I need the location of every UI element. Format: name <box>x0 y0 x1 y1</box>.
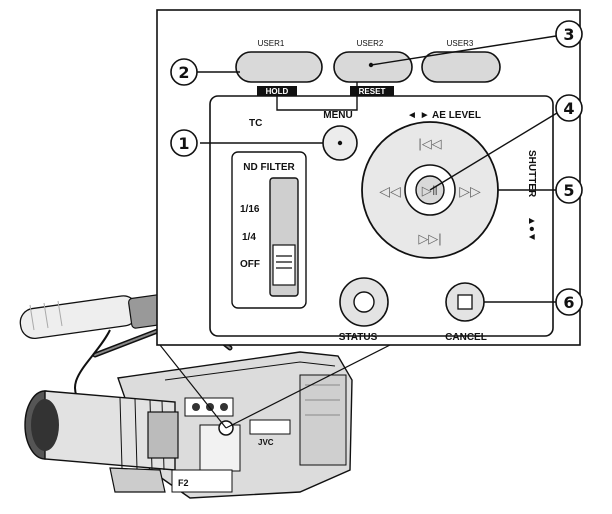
menu-label: MENU <box>323 110 352 121</box>
nd-filter-switch: ND FILTER 1/16 1/4 OFF <box>231 151 307 309</box>
cancel-button: CANCEL <box>445 282 487 343</box>
lens <box>24 390 179 493</box>
tc-label: TC <box>249 118 262 129</box>
callout-5: 5 <box>563 181 574 200</box>
nd-value-1-16: 1/16 <box>240 204 260 215</box>
user3-label: USER3 <box>447 39 474 48</box>
callout-1: 1 <box>178 134 189 153</box>
callout-6: 6 <box>563 293 574 312</box>
svg-text:F2: F2 <box>178 478 189 488</box>
user2-label: USER2 <box>357 39 384 48</box>
ae-level-label: ◄ ► AE LEVEL <box>407 110 481 121</box>
forward-icon: ▷▷ <box>459 183 481 199</box>
hold-label: HOLD <box>266 87 289 96</box>
reset-label: RESET <box>359 87 386 96</box>
nd-value-off: OFF <box>240 259 260 270</box>
user1-label: USER1 <box>258 39 285 48</box>
rewind-icon: ◁◁ <box>379 183 401 199</box>
prev-icon: |◁◁ <box>418 136 441 151</box>
status-button: STATUS <box>339 277 389 343</box>
nd-value-1-4: 1/4 <box>242 232 256 243</box>
callouts: 1 2 3 4 5 6 <box>170 20 583 316</box>
shutter-label: SHUTTER <box>526 150 537 198</box>
camera-brand-label: JVC <box>258 438 274 447</box>
zoom-lines <box>159 344 391 429</box>
shutter-arrows: ▲●▼ <box>526 216 537 242</box>
nd-filter-label: ND FILTER <box>243 162 295 173</box>
callout-3: 3 <box>563 25 574 44</box>
play-icon: ▷Ⅱ <box>422 183 438 198</box>
control-panel-zoom: USER1 USER2 USER3 HOLD RESET TC MENU ◄ ►… <box>156 9 581 346</box>
cancel-label: CANCEL <box>445 332 487 343</box>
status-label: STATUS <box>339 332 378 343</box>
callout-2: 2 <box>178 63 189 82</box>
next-icon: ▷▷| <box>418 231 441 246</box>
callout-4: 4 <box>563 99 574 118</box>
user-buttons-row: USER1 USER2 USER3 HOLD RESET <box>235 39 501 96</box>
